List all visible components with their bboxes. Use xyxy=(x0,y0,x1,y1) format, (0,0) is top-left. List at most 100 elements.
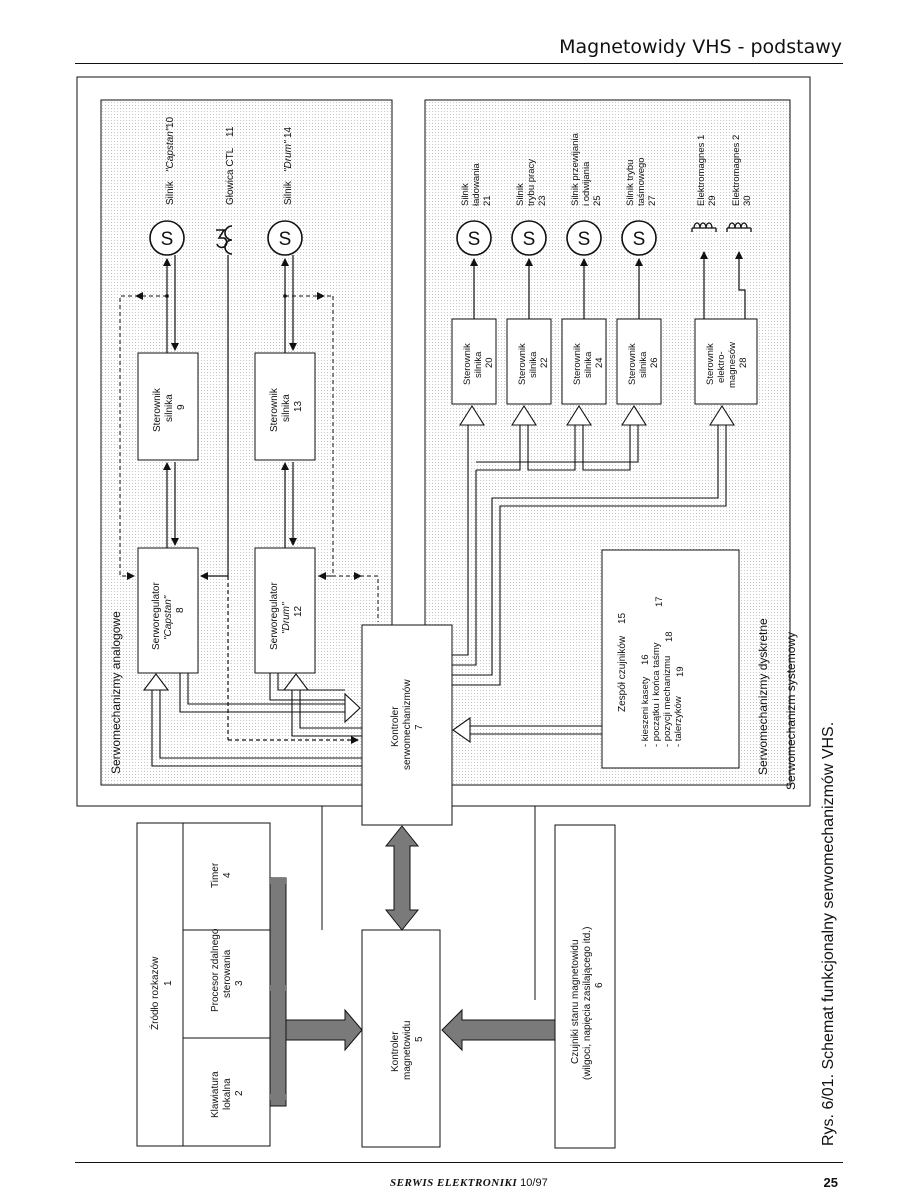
driver-24-box xyxy=(561,318,607,405)
drum-motor-label: Silnik xyxy=(283,180,294,205)
rewind-motor-num: 25 xyxy=(592,195,603,206)
capstan-servo-box xyxy=(137,547,199,674)
sensors-to-vcr-arrow xyxy=(441,1008,556,1052)
tape-mode-motor-num: 27 xyxy=(647,195,658,206)
system-section-label: Serwomechanizm systemowy xyxy=(784,632,798,790)
sensor-set-title: Zespół czujników xyxy=(617,635,628,712)
rewind-motor: S xyxy=(566,220,602,256)
keyboard-label-1: Klawiatura xyxy=(210,1071,221,1118)
sensor-item-4: - talerzyków xyxy=(673,696,684,747)
electromagnet-2-icon xyxy=(726,222,752,232)
loading-motor-label-1: Silnik xyxy=(460,183,471,206)
footer-rule xyxy=(75,1162,843,1163)
vcr-controller-label-2: magnetowidu xyxy=(402,1021,413,1080)
figure-caption: Rys. 6/01. Schemat funkcjonalny serwomec… xyxy=(820,722,837,1146)
tape-mode-motor-label-1: Silnik trybu xyxy=(625,160,636,206)
vcr-sensors-label-1: Czujniki stanu magnetowidu xyxy=(570,939,581,1064)
servo-controller-label-2: serwomechanizmów xyxy=(402,679,413,770)
drum-motor: S xyxy=(267,220,303,256)
loading-motor: S xyxy=(456,220,492,256)
sensor-set-box xyxy=(601,549,740,769)
loading-motor-symbol: S xyxy=(468,229,481,250)
capstan-motor-name: "Capstan" xyxy=(165,127,176,172)
driver-20-box xyxy=(451,318,497,405)
sensor-item-3-num: 18 xyxy=(664,631,675,642)
driver-20-num: 20 xyxy=(484,357,495,368)
keyboard-label-2: lokalna xyxy=(222,1078,233,1110)
driver-28-label-2: elektro- xyxy=(716,351,727,383)
command-source-num: 1 xyxy=(163,980,174,986)
vcr-sensors-box xyxy=(554,824,616,1149)
capstan-motor-label: Silnik xyxy=(165,180,176,205)
sensor-item-1-num: 16 xyxy=(640,654,651,665)
capstan-driver-num: 9 xyxy=(176,404,187,410)
footer-page-number: 25 xyxy=(823,1175,838,1190)
capstan-servo-label-2: "Capstan" xyxy=(163,595,174,640)
remote-label-1: Procesor zdalnego xyxy=(210,928,221,1012)
loading-motor-label-2: ładowania xyxy=(471,163,482,206)
capstan-driver-label-2: silnika xyxy=(164,394,175,422)
capstan-servo-num: 8 xyxy=(175,607,186,613)
rewind-motor-label-2: i odwijania xyxy=(581,161,592,206)
driver-24-num: 24 xyxy=(594,357,605,368)
ctl-head-num: 11 xyxy=(225,126,236,137)
sensor-set-num: 15 xyxy=(617,612,628,624)
rewind-motor-symbol: S xyxy=(578,229,591,250)
controller-link-arrow xyxy=(384,825,420,931)
drum-motor-name: "Drum" xyxy=(283,140,294,172)
tape-mode-motor: S xyxy=(621,220,657,256)
sensor-item-2-num: 17 xyxy=(654,596,665,607)
drum-driver-label-1: Sterownik xyxy=(269,387,280,432)
footer-magazine-name: SERWIS ELEKTRONIKI xyxy=(390,1177,518,1189)
loading-motor-num: 21 xyxy=(482,195,493,206)
driver-24-label-2: silnika xyxy=(583,351,594,378)
servo-controller-num: 7 xyxy=(414,724,425,730)
drum-servo-box xyxy=(254,547,316,674)
driver-22-box xyxy=(506,318,552,405)
driver-20-label-1: Sterownik xyxy=(462,343,473,385)
command-source-title: Źródło rozkazów xyxy=(148,956,161,1030)
vcr-controller-label-1: Kontroler xyxy=(390,1031,401,1072)
drum-motor-num: 14 xyxy=(283,126,294,138)
electromagnet-1-icon xyxy=(691,222,717,232)
driver-28-num: 28 xyxy=(738,357,749,368)
sensor-item-1: - kieszeni kasety xyxy=(640,677,651,747)
driver-20-label-2: silnika xyxy=(473,351,484,378)
timer-label: Timer xyxy=(210,862,221,888)
capstan-servo-label-1: Serworegulator xyxy=(151,582,162,650)
electromagnet-1-label: Elektromagnes 1 xyxy=(696,135,707,206)
driver-24-label-1: Sterownik xyxy=(572,343,583,385)
capstan-motor-symbol: S xyxy=(161,229,174,250)
vcr-sensors-num: 6 xyxy=(594,982,605,988)
drum-servo-label-2: "Drum" xyxy=(281,602,292,634)
capstan-motor: S xyxy=(149,220,185,256)
servo-controller-label-1: Kontroler xyxy=(390,706,401,747)
tape-mode-motor-label-2: taśmowego xyxy=(636,157,647,206)
driver-28-label-1: Sterownik xyxy=(705,343,716,385)
tape-mode-motor-symbol: S xyxy=(633,229,646,250)
electromagnet-2-num: 30 xyxy=(742,195,753,206)
driver-26-label-2: silnika xyxy=(638,351,649,378)
remote-num: 3 xyxy=(234,980,245,986)
remote-label-2: sterowania xyxy=(222,949,233,998)
mode-motor-label-1: Silnik xyxy=(515,183,526,206)
analog-section-label: Serwomechanizmy analogowe xyxy=(109,611,123,774)
header-rule xyxy=(75,63,843,64)
command-source-box xyxy=(136,822,271,1147)
mode-motor-num: 23 xyxy=(537,195,548,206)
discrete-drivers xyxy=(451,318,758,405)
timer-num: 4 xyxy=(222,872,233,878)
electromagnet-2-label: Elektromagnes 2 xyxy=(731,135,742,206)
capstan-driver-label-1: Sterownik xyxy=(152,387,163,432)
vcr-sensors-label-2: (wilgoci, napięcia zasilającego itd.) xyxy=(582,927,593,1080)
drum-driver-num: 13 xyxy=(293,400,304,412)
drum-driver-label-2: silnika xyxy=(281,394,292,422)
driver-28-box xyxy=(694,318,758,405)
mode-motor-label-2: trybu pracy xyxy=(526,159,537,206)
sensor-item-3: - pozycji mechanizmu xyxy=(662,656,673,747)
footer-magazine: SERWIS ELEKTRONIKI 10/97 xyxy=(390,1177,548,1189)
page-header-title: Magnetowidy VHS - podstawy xyxy=(559,36,842,58)
servo-controller-box xyxy=(361,624,453,826)
vcr-controller-num: 5 xyxy=(414,1036,425,1042)
discrete-section-label: Serwomechanizmy dyskretne xyxy=(756,618,770,775)
